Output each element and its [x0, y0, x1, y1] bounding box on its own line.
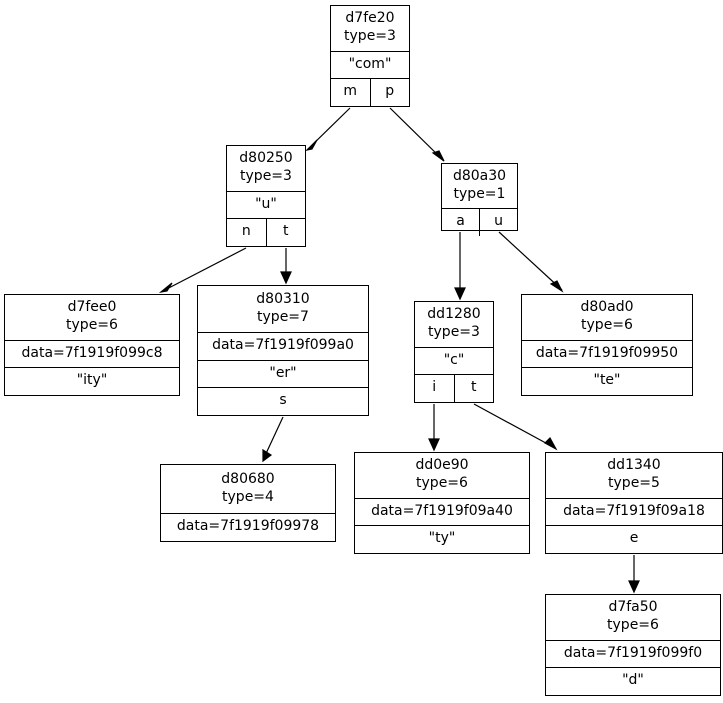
node-child-port[interactable]: i — [432, 379, 437, 396]
node-string-field: "c" — [415, 346, 493, 375]
graph-edge — [306, 107, 351, 151]
graph-edge — [262, 416, 284, 461]
node-address: dd1340 — [607, 457, 661, 474]
node-child-port[interactable]: p — [369, 79, 410, 106]
node-address: d7fee0 — [67, 299, 117, 316]
node-child-port[interactable]: u — [479, 209, 517, 236]
node-type: type=3 — [344, 27, 396, 44]
node-string-field: "er" — [198, 359, 368, 388]
node-address: dd1280 — [427, 306, 481, 323]
node-address: d80310 — [256, 290, 310, 307]
node-data-field: data=7f1919f09a18 — [546, 497, 722, 526]
node-address: d80250 — [239, 150, 293, 167]
node-string-field: "ty" — [355, 525, 529, 553]
node-child-port[interactable]: s — [279, 392, 287, 409]
node-data-field: data=7f1919f09950 — [522, 339, 692, 368]
node-type: type=6 — [66, 316, 118, 333]
graph-edge — [389, 107, 445, 162]
node-data-field: data=7f1919f09a40 — [355, 497, 529, 526]
graph-edge-arrowhead — [305, 139, 318, 151]
node-child-port[interactable]: n — [241, 223, 251, 240]
node-child-ports: e — [546, 525, 722, 553]
node-data-field: data=7f1919f09978 — [161, 513, 335, 541]
node-type: type=4 — [222, 488, 274, 505]
node-data-field: data=7f1919f099c8 — [5, 339, 179, 368]
node-child-ports: s — [198, 387, 368, 415]
node-address: d7fa50 — [608, 599, 658, 616]
node-child-port[interactable]: m — [343, 83, 358, 100]
node-string-field: "u" — [227, 190, 305, 219]
node-type: type=1 — [453, 185, 506, 202]
node-type: type=6 — [581, 316, 633, 333]
node-child-port[interactable]: a — [456, 213, 465, 230]
node-address: dd0e90 — [415, 457, 469, 474]
graph-edge-arrowhead — [158, 282, 173, 293]
node-type: type=7 — [257, 308, 309, 325]
node-address: d80680 — [221, 471, 275, 488]
node-child-port[interactable]: t — [265, 219, 306, 246]
graph-edge-arrowhead — [544, 437, 558, 451]
graph-edge — [498, 231, 563, 291]
node-type: type=6 — [607, 616, 659, 633]
graph-edge-arrowhead — [262, 448, 273, 463]
graph-edge-arrowhead — [549, 280, 564, 293]
node-string-field: "ity" — [5, 367, 179, 395]
node-type: type=5 — [608, 474, 660, 491]
node-child-port[interactable]: e — [629, 530, 639, 547]
node-address: d80ad0 — [580, 299, 634, 316]
node-type: type=3 — [428, 323, 480, 340]
graph-edge-arrowhead — [628, 580, 640, 594]
graph-edge — [473, 403, 556, 449]
graph-edge-arrowhead — [454, 287, 466, 301]
node-child-port[interactable]: t — [453, 375, 494, 402]
node-data-field: data=7f1919f099f0 — [546, 639, 720, 668]
node-string-field: "com" — [331, 50, 409, 79]
node-type: type=6 — [416, 474, 468, 491]
node-type: type=3 — [240, 167, 292, 184]
node-string-field: "te" — [522, 367, 692, 395]
node-address: d80a30 — [452, 168, 507, 184]
graph-edge-arrowhead — [431, 150, 445, 162]
node-data-field: data=7f1919f099a0 — [198, 332, 368, 360]
node-address: d7fe20 — [345, 10, 395, 27]
graph-edge-arrowhead — [280, 271, 292, 285]
node-string-field: "d" — [546, 667, 720, 695]
graph-edge-arrowhead — [428, 438, 440, 452]
